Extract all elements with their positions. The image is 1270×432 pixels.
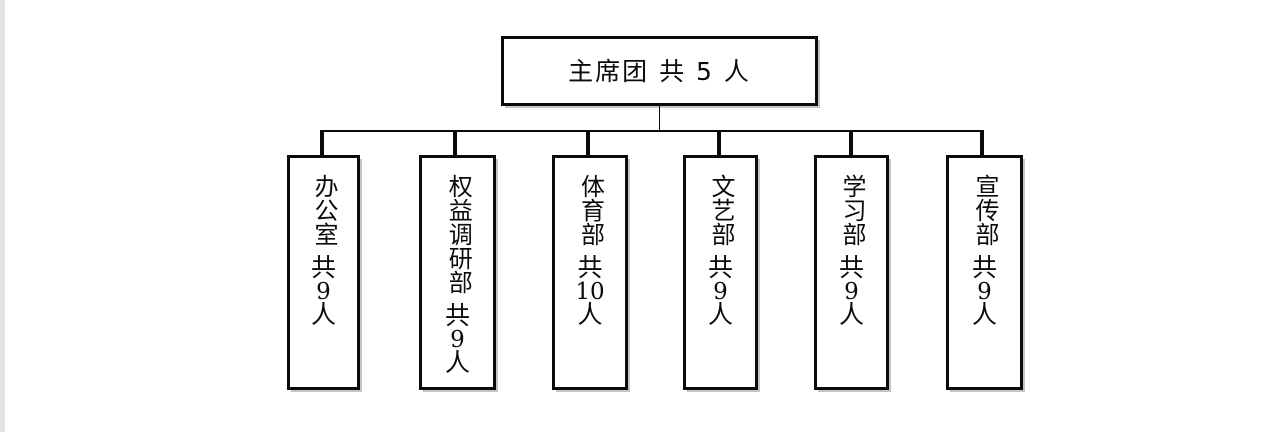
- org-node-arts-count: 共 9 人: [707, 253, 733, 330]
- connector-drop-5: [849, 130, 853, 156]
- count-number: 9: [713, 278, 728, 305]
- org-node-publicity-count: 共 9 人: [971, 253, 997, 330]
- org-node-office-count: 共 9 人: [310, 253, 336, 330]
- org-node-rights-research-name: 权益调研部: [444, 174, 473, 294]
- count-prefix: 共: [707, 253, 733, 282]
- canvas-left-edge-strip: [0, 0, 5, 432]
- count-prefix: 共: [838, 253, 864, 282]
- count-suffix: 人: [310, 300, 336, 330]
- count-number: 9: [316, 278, 331, 305]
- org-node-publicity[interactable]: 宣传部 共 9 人: [946, 155, 1023, 390]
- count-prefix: 共: [577, 253, 603, 282]
- org-node-root-label: 主席团 共 5 人: [568, 56, 751, 86]
- connector-drop-3: [586, 130, 590, 156]
- org-node-rights-research[interactable]: 权益调研部 共 9 人: [419, 155, 496, 390]
- count-number: 9: [844, 278, 859, 305]
- org-node-root[interactable]: 主席团 共 5 人: [501, 36, 818, 106]
- org-node-study[interactable]: 学习部 共 9 人: [814, 155, 889, 390]
- org-node-publicity-name: 宣传部: [970, 174, 999, 246]
- connector-drop-6: [980, 130, 984, 156]
- count-suffix: 人: [444, 348, 470, 378]
- org-node-study-count: 共 9 人: [838, 253, 864, 330]
- org-node-arts[interactable]: 文艺部 共 9 人: [683, 155, 758, 390]
- count-suffix: 人: [707, 300, 733, 330]
- org-node-study-name: 学习部: [837, 174, 866, 246]
- connector-drop-4: [717, 130, 721, 156]
- connector-root-stem: [659, 106, 660, 132]
- count-prefix: 共: [444, 301, 470, 330]
- org-node-office-name: 办公室: [309, 174, 338, 246]
- count-suffix: 人: [971, 300, 997, 330]
- connector-drop-1: [320, 130, 324, 156]
- count-prefix: 共: [971, 253, 997, 282]
- org-node-rights-research-count: 共 9 人: [444, 301, 470, 378]
- count-number: 9: [450, 326, 465, 353]
- count-suffix: 人: [838, 300, 864, 330]
- org-node-office[interactable]: 办公室 共 9 人: [287, 155, 360, 390]
- count-suffix: 人: [577, 300, 603, 330]
- count-prefix: 共: [310, 253, 336, 282]
- org-node-sports-count: 共 10 人: [575, 253, 605, 330]
- org-node-sports-name: 体育部: [576, 174, 605, 246]
- connector-horizontal-bus: [322, 130, 983, 132]
- connector-drop-2: [453, 130, 457, 156]
- org-node-arts-name: 文艺部: [706, 174, 735, 246]
- count-number: 9: [977, 278, 992, 305]
- org-node-sports[interactable]: 体育部 共 10 人: [552, 155, 628, 390]
- count-number: 10: [575, 278, 605, 305]
